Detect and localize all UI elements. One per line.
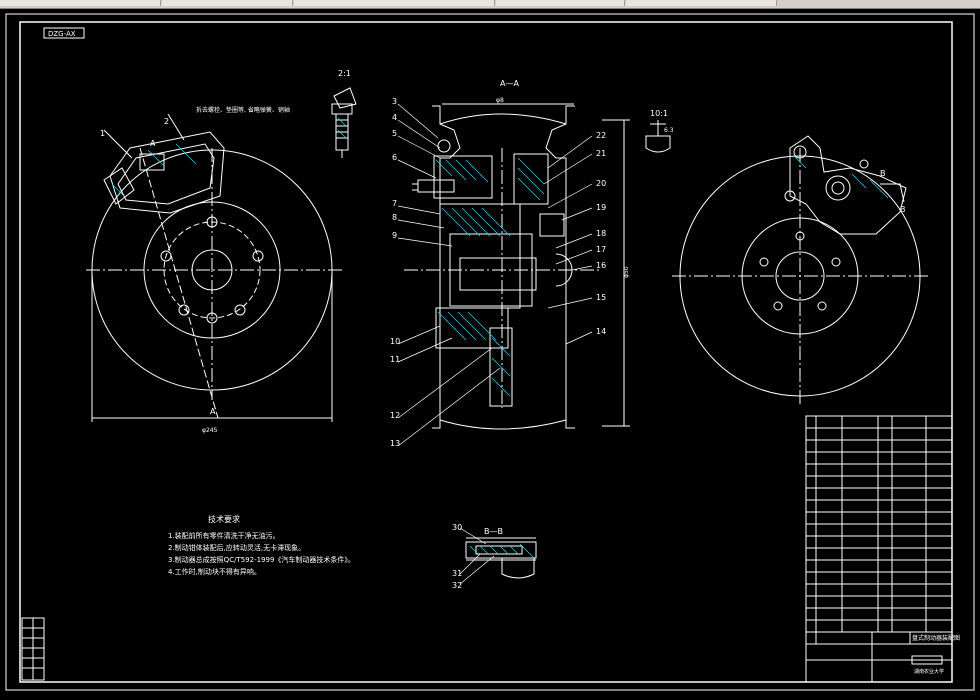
balloon: 2: [164, 117, 169, 126]
toolbar-segment[interactable]: [294, 0, 495, 6]
drawing-name: 盘式制动器装配图: [912, 634, 960, 642]
tech-item: 4.工作时,制动块不得有异响。: [168, 567, 261, 576]
balloon: 1: [100, 129, 105, 138]
dim-width: φ8: [496, 97, 504, 104]
outer-frame: [5, 13, 975, 691]
balloon: 16: [596, 261, 606, 270]
balloon: 18: [596, 229, 606, 238]
balloon: 14: [596, 327, 606, 336]
left-view-note: 拆去螺栓、垫圈等, 省略弹簧、销轴: [196, 106, 290, 114]
balloon: 8: [392, 213, 397, 222]
cut-label-a-bottom: A: [210, 407, 216, 416]
balloon: 13: [390, 439, 400, 448]
toolbar-segment[interactable]: [0, 0, 161, 6]
cut-label-a-top: A: [150, 139, 156, 148]
center-section-aa: [404, 103, 630, 430]
frame-code: DZG-AX: [48, 30, 76, 38]
margin-table: [21, 617, 45, 681]
cut-label-b-bottom: B: [900, 205, 906, 214]
detail-10-1-pin: [645, 120, 671, 153]
frame-code-box: [43, 27, 85, 39]
toolbar-segment[interactable]: [162, 0, 293, 6]
balloon: 22: [596, 131, 606, 140]
tech-item: 3.制动器总成按照QC/T592-1999《汽车制动器技术条件》。: [168, 555, 355, 564]
toolbar-segment[interactable]: [626, 0, 777, 6]
balloon: 5: [392, 129, 397, 138]
balloon: 31: [452, 569, 462, 578]
detail-scale-2-1: 2:1: [338, 69, 351, 78]
balloon: 21: [596, 149, 606, 158]
balloon: 4: [392, 113, 397, 122]
balloon: 19: [596, 203, 606, 212]
tech-heading: 技术要求: [208, 514, 240, 524]
title-block: [805, 415, 953, 683]
balloon: 6: [392, 153, 397, 162]
dim-height: φ50: [623, 266, 630, 278]
toolbar-segment[interactable]: [496, 0, 625, 6]
detail-2-1-bolt: [331, 87, 357, 158]
right-rear-view: [672, 135, 928, 404]
roughness-value: 6.3: [664, 127, 674, 134]
left-front-view: [86, 113, 342, 422]
balloon: 3: [392, 97, 397, 106]
balloon: 9: [392, 231, 397, 240]
balloon: 32: [452, 581, 462, 590]
balloon: 7: [392, 199, 397, 208]
balloon: 17: [596, 245, 606, 254]
balloon: 11: [390, 355, 400, 364]
drawing-svg: DZG-AX A—A 2:1 10:1 B—B A A B B 6.3 φ8 φ…: [5, 13, 975, 691]
window-toolbar-strip: [0, 0, 980, 9]
leader-lines: [397, 103, 593, 585]
tech-item: 2.制动钳体装配后,应转动灵活,无卡滞现象。: [168, 543, 305, 552]
balloon: 20: [596, 179, 606, 188]
cut-label-b-top: B: [880, 169, 886, 178]
cad-drawing-canvas[interactable]: DZG-AX A—A 2:1 10:1 B—B A A B B 6.3 φ8 φ…: [0, 8, 980, 696]
section-bb: [465, 537, 537, 579]
balloon: 10: [390, 337, 400, 346]
balloon: 15: [596, 293, 606, 302]
school-name: 湖南农业大学: [914, 668, 944, 675]
section-bb-title: B—B: [484, 527, 503, 536]
section-aa-title: A—A: [500, 79, 519, 88]
detail-scale-10-1: 10:1: [650, 109, 668, 118]
balloon: 30: [452, 523, 462, 532]
tech-item: 1.装配前所有零件清洗干净无油污。: [168, 531, 280, 540]
dim-diameter: φ245: [202, 427, 218, 434]
inner-frame: [19, 21, 953, 683]
balloon: 12: [390, 411, 400, 420]
hatching: [111, 117, 889, 559]
